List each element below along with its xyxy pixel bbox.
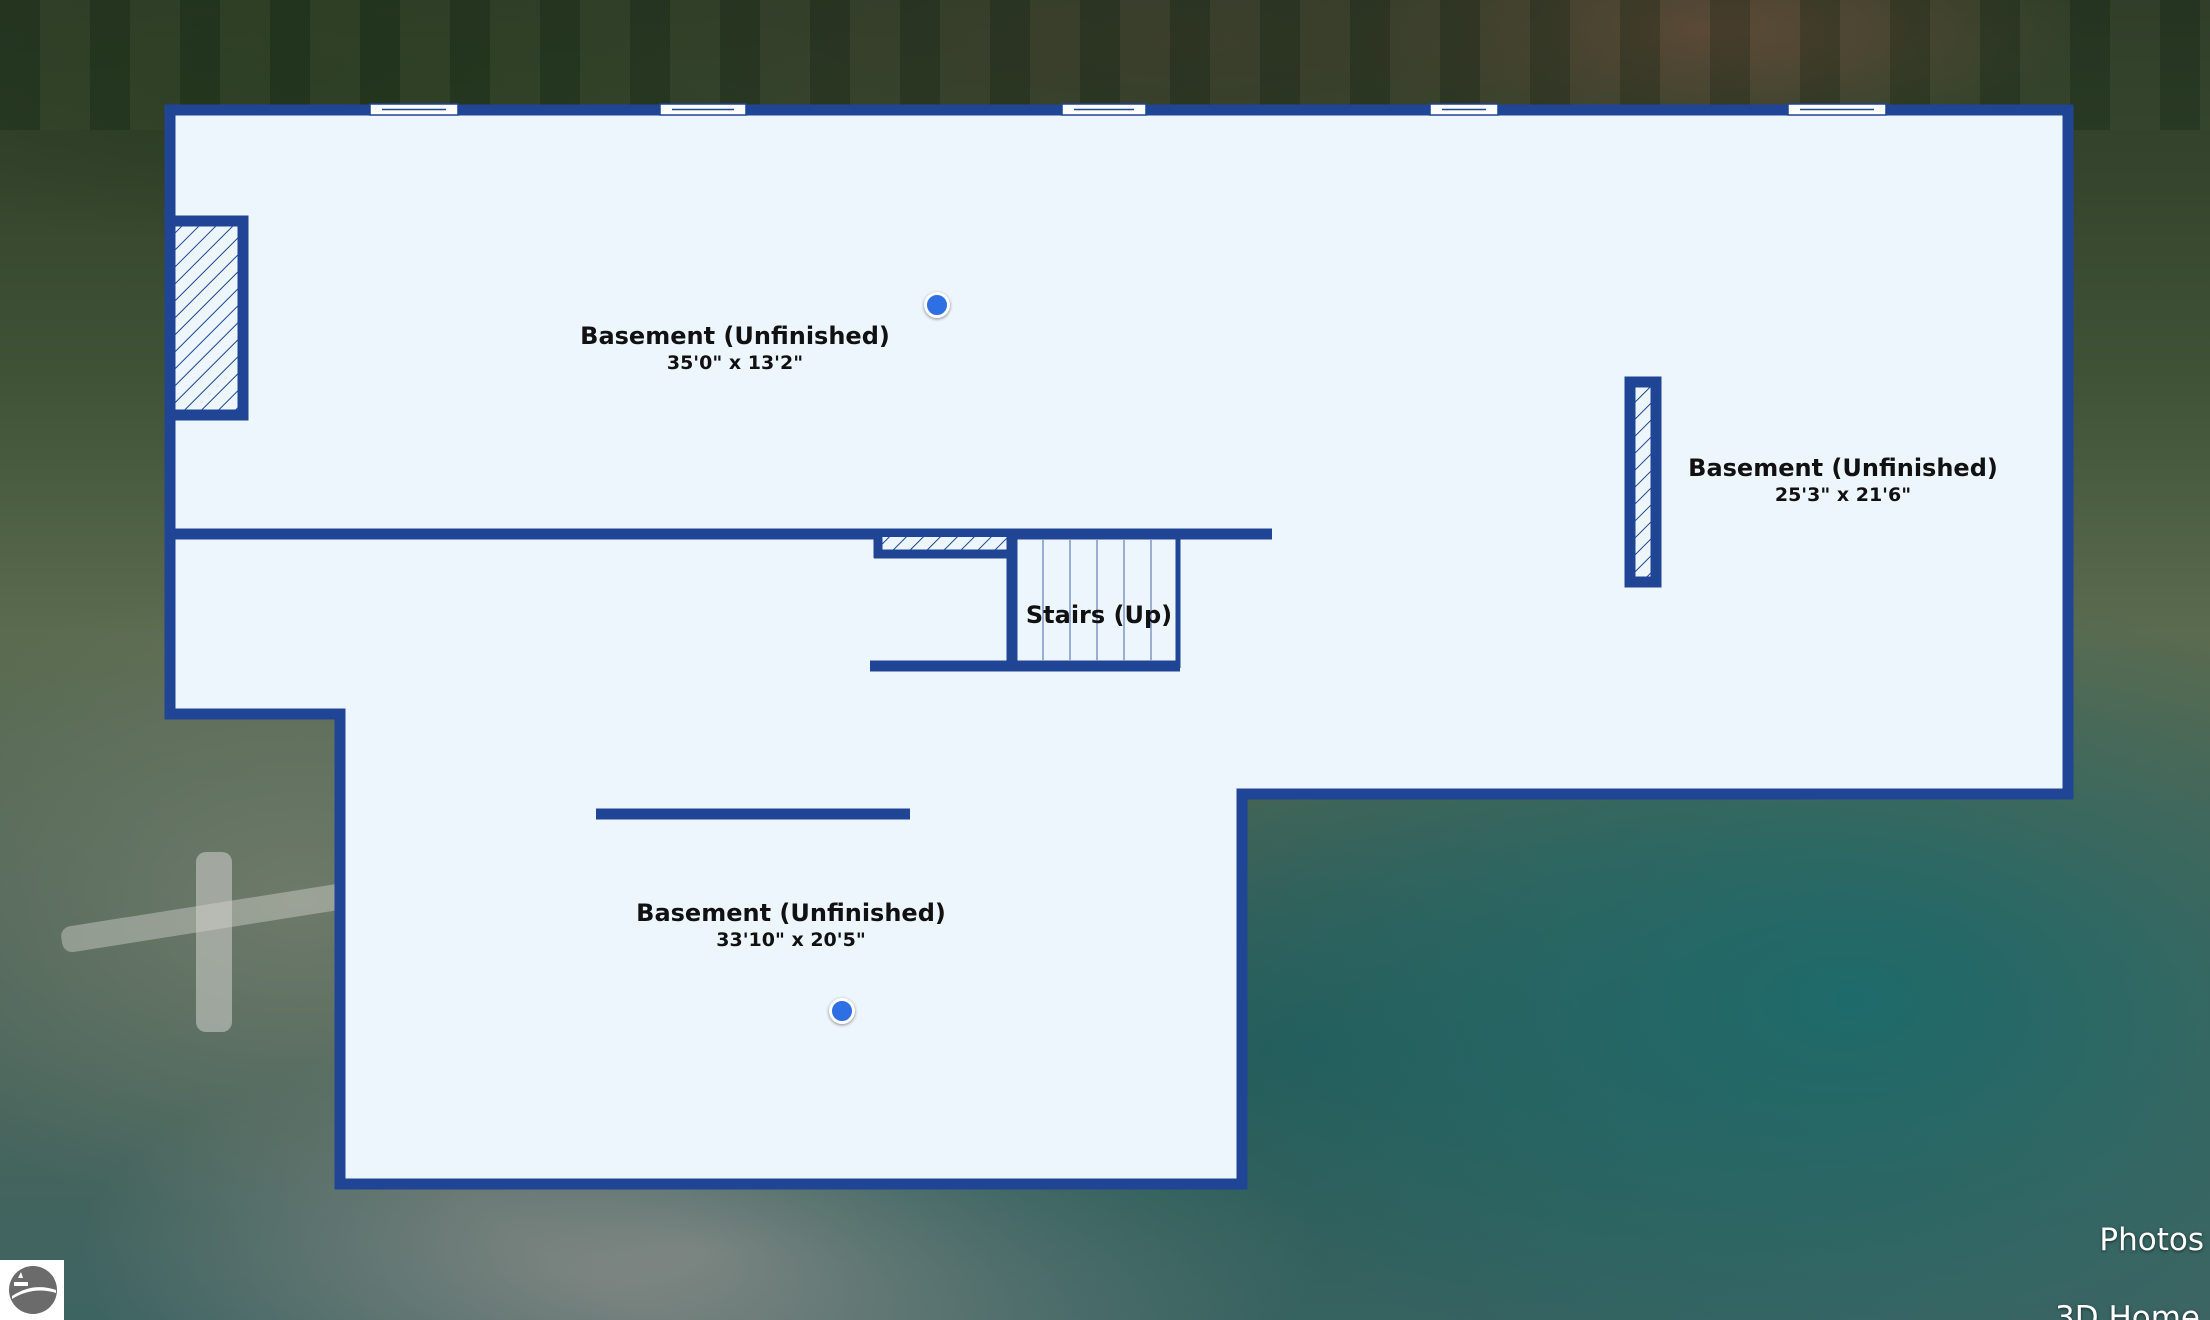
brand-logo-button[interactable] xyxy=(0,1260,64,1320)
panorama-hotspot-north[interactable] xyxy=(924,292,950,318)
stair-treads xyxy=(1042,540,1152,661)
room-name: Basement (Unfinished) xyxy=(580,322,890,350)
room-dimensions: 25'3" x 21'6" xyxy=(1774,484,1912,506)
floor-area xyxy=(170,110,2068,1184)
room-label-basement-east: Basement (Unfinished) 25'3" x 21'6" xyxy=(1688,453,1998,507)
outer-wall xyxy=(164,104,2074,1190)
lighthouse-logo-icon xyxy=(9,1266,57,1314)
3d-home-link[interactable]: 3D Home xyxy=(2055,1300,2200,1320)
hatched-column xyxy=(1624,376,1662,588)
room-label-basement-south: Basement (Unfinished) 33'10" x 20'5" xyxy=(636,898,946,952)
dock-post-backdrop xyxy=(196,852,232,1032)
room-name: Basement (Unfinished) xyxy=(636,899,946,927)
photos-link[interactable]: Photos xyxy=(2099,1222,2204,1258)
hatched-strip xyxy=(880,537,1008,553)
room-name: Stairs (Up) xyxy=(1025,601,1173,629)
hatched-chimney-block xyxy=(164,215,249,421)
panorama-hotspot-south[interactable] xyxy=(829,998,855,1024)
room-dimensions: 35'0" x 13'2" xyxy=(666,352,804,374)
room-label-basement-north: Basement (Unfinished) 35'0" x 13'2" xyxy=(580,321,890,375)
room-name: Basement (Unfinished) xyxy=(1688,454,1998,482)
room-dimensions: 33'10" x 20'5" xyxy=(716,929,866,951)
room-label-stairs: Stairs (Up) xyxy=(1026,600,1172,630)
